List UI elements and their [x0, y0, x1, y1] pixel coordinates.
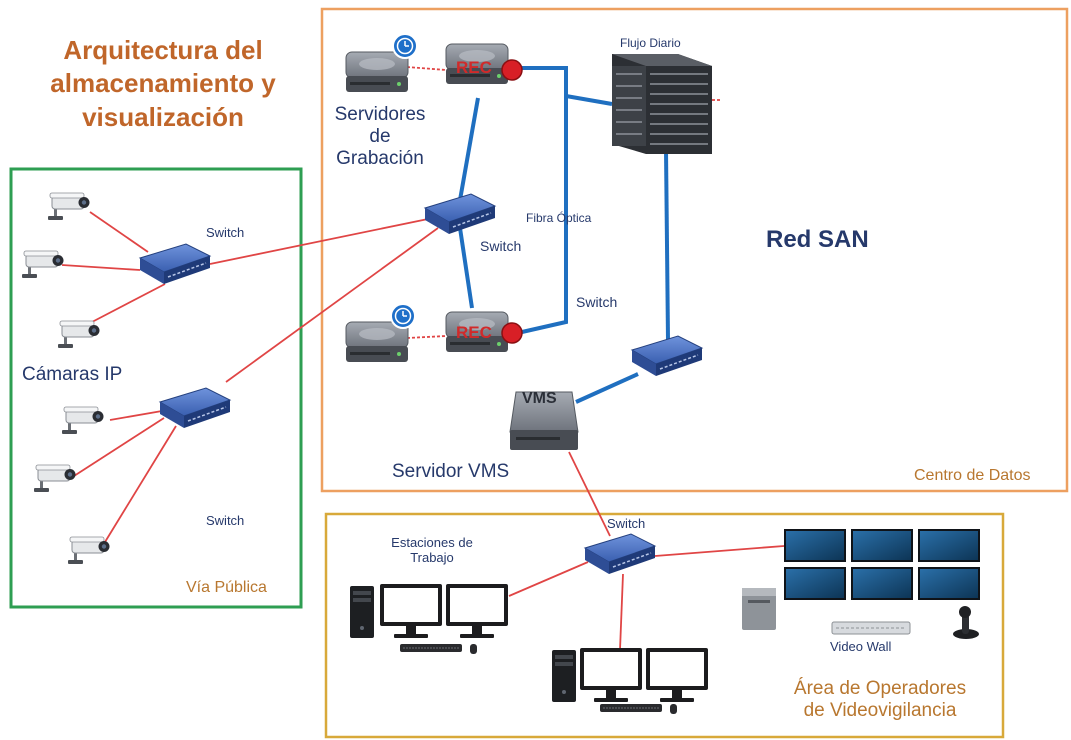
network-switch-icon: [139, 243, 211, 285]
estaciones-trabajo-label: Estaciones de Trabajo: [370, 535, 494, 566]
via-publica-label: Vía Pública: [186, 579, 267, 596]
servidor-vms-label: Servidor VMS: [392, 461, 510, 482]
fiber-links: [458, 66, 670, 404]
servidores-grabacion-label: Servidores de Grabación: [322, 104, 438, 170]
servidores-line-1: Servidores: [334, 104, 426, 125]
storage-server-icon: [345, 51, 409, 93]
rec-bottom-label: REC: [456, 323, 492, 342]
flujo-diario-label: Flujo Diario: [620, 36, 681, 50]
ip-camera-icon: [61, 406, 104, 435]
clock-icon: [390, 303, 416, 329]
switch-core-label: Switch: [480, 238, 522, 254]
title-line-1: Arquitectura del: [63, 35, 263, 65]
title-line-3: visualización: [82, 101, 244, 132]
vms-device-label: VMS: [522, 390, 557, 407]
ip-camera-icon: [57, 320, 100, 349]
vms-server-icon: [509, 391, 579, 450]
area-operadores-line-2: de Videovigilancia: [803, 699, 957, 721]
ip-camera-icon: [67, 536, 110, 565]
area-operadores-label: Área de Operadores de Videovigilancia: [750, 678, 1010, 722]
servidores-line-3: Grabación: [336, 147, 424, 169]
ip-camera-icon: [21, 250, 64, 279]
servidores-line-2: de: [369, 125, 391, 147]
switch-street-top-label: Switch: [206, 225, 245, 240]
fibra-optica-label: Fibra Óptica: [526, 211, 592, 225]
red-san-label: Red SAN: [766, 226, 869, 253]
joystick-icon: [953, 606, 979, 639]
rec-top-label: REC: [456, 58, 492, 77]
title-line-2: almacenamiento y: [50, 68, 276, 99]
keyboard-icon: [831, 621, 911, 635]
rec-indicator: [501, 59, 523, 81]
switch-operators-label: Switch: [607, 516, 646, 531]
diagram-title: Arquitectura del almacenamiento y visual…: [34, 34, 292, 134]
video-wall-label: Video Wall: [830, 639, 892, 654]
estaciones-line-2: Trabajo: [410, 549, 454, 565]
network-switch-icon: [584, 533, 656, 575]
switch-san-label: Switch: [576, 294, 618, 310]
camaras-ip-label: Cámaras IP: [22, 364, 123, 385]
workstation-icon: [742, 588, 776, 630]
rec-indicator: [501, 322, 523, 344]
network-switch-icon: [631, 335, 703, 377]
video-wall-icon: [784, 529, 980, 600]
ip-camera-icon: [33, 464, 76, 493]
switch-street-bottom-label: Switch: [206, 513, 245, 528]
estaciones-line-1: Estaciones de: [391, 535, 473, 550]
network-switch-icon: [424, 193, 496, 235]
server-rack-icon: [612, 54, 712, 154]
workstation-icon: [552, 648, 708, 715]
network-switch-icon: [159, 387, 231, 429]
ip-camera-icon: [47, 192, 90, 221]
centro-datos-zone: [320, 7, 1069, 493]
area-operadores-line-1: Área de Operadores: [793, 678, 967, 699]
ethernet-links: [61, 66, 785, 651]
clock-icon: [392, 33, 418, 59]
centro-datos-label: Centro de Datos: [914, 467, 1031, 484]
workstation-icon: [350, 584, 508, 655]
area-operadores-zone: [324, 512, 1005, 739]
via-publica-zone: [9, 167, 303, 609]
